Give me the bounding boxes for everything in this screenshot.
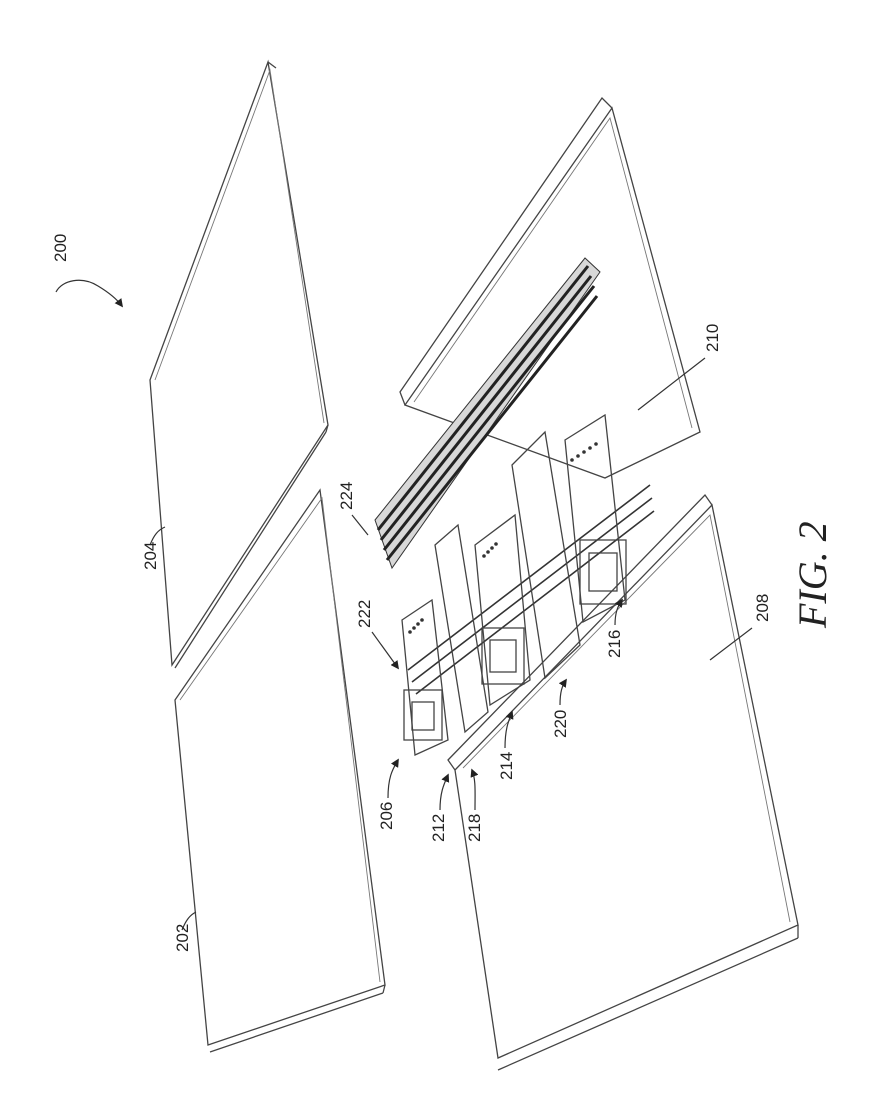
ref-218: 218 [465, 814, 484, 842]
ref-206: 206 [377, 802, 396, 830]
ref-212: 212 [429, 814, 448, 842]
ref-200: 200 [51, 234, 70, 262]
strip-220 [511, 430, 581, 680]
panel-210 [399, 96, 701, 479]
ref-222: 222 [355, 600, 374, 628]
ref-224: 224 [337, 482, 356, 510]
leader-202 [181, 911, 197, 931]
leader-212 [439, 773, 450, 811]
panel-204 [149, 59, 329, 669]
leader-216 [614, 598, 623, 626]
ref-220: 220 [551, 710, 570, 738]
leader-222 [371, 631, 399, 670]
module-216 [564, 413, 627, 624]
strip-218 [434, 523, 489, 734]
leader-208 [709, 627, 753, 661]
ref-204: 204 [141, 542, 160, 570]
assembly-arrow [55, 279, 124, 308]
panel-202 [174, 488, 386, 1053]
leader-224 [351, 514, 369, 536]
leader-220 [558, 678, 567, 706]
leader-210 [637, 357, 706, 411]
bar-stack-224 [374, 257, 601, 570]
figure-caption: FIG. 2 [790, 521, 835, 629]
leader-206 [387, 758, 399, 799]
ref-202: 202 [173, 924, 192, 952]
leader-214 [504, 710, 514, 749]
ref-208: 208 [753, 594, 772, 622]
module-206 [401, 598, 449, 756]
ref-210: 210 [703, 324, 722, 352]
module-214 [474, 513, 531, 707]
leader-218 [470, 768, 479, 811]
leader-204 [149, 526, 166, 546]
ref-214: 214 [497, 752, 516, 780]
ref-216: 216 [605, 630, 624, 658]
